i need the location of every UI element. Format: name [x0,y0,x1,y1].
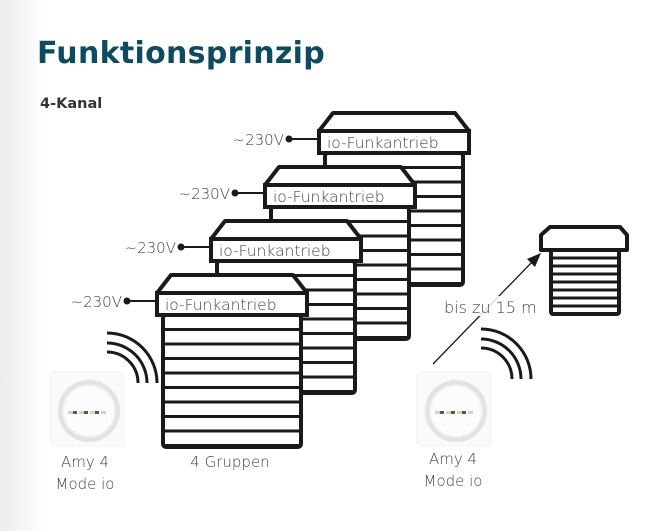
group-caption: 4 Gruppen [190,453,270,471]
page-title: Funktionsprinzip [37,36,326,71]
power-connector-icon [177,243,185,251]
voltage-label: ~230V [233,131,284,149]
remote-caption-right: Amy 4 Mode io [403,448,503,492]
remote-leds-icon [435,411,473,414]
range-label: bis zu 15 m [444,298,537,317]
remote-left [51,373,123,445]
remote-caption-left: Amy 4 Mode io [35,451,135,495]
voltage-label: ~230V [179,185,230,203]
shutter-stack: io-Funkantrieb~230Vio-Funkantrieb~230Vio… [71,111,471,449]
remote-name: Amy 4 [60,453,110,471]
motor-label: io-Funkantrieb [327,134,439,152]
voltage-label: ~230V [125,239,176,257]
remote-right [418,373,490,445]
radio-waves-right-icon [480,327,533,380]
radio-waves-left-icon [106,331,159,384]
motor-label: io-Funkantrieb [273,188,385,206]
remote-mode: Mode io [423,472,483,490]
power-connector-icon [231,189,239,197]
motor-label: io-Funkantrieb [219,242,331,260]
remote-leds-icon [68,411,106,414]
single-shutter-icon [539,225,629,316]
shutter-4: io-Funkantrieb ~230V [71,273,309,449]
arrow-head-icon [527,253,541,267]
remote-name: Amy 4 [428,450,478,468]
power-connector-icon [123,297,131,305]
voltage-label: ~230V [71,293,122,311]
channel-subtitle: 4-Kanal [40,96,103,112]
motor-label: io-Funkantrieb [165,296,277,314]
power-connector-icon [285,135,293,143]
remote-mode: Mode io [55,475,115,493]
